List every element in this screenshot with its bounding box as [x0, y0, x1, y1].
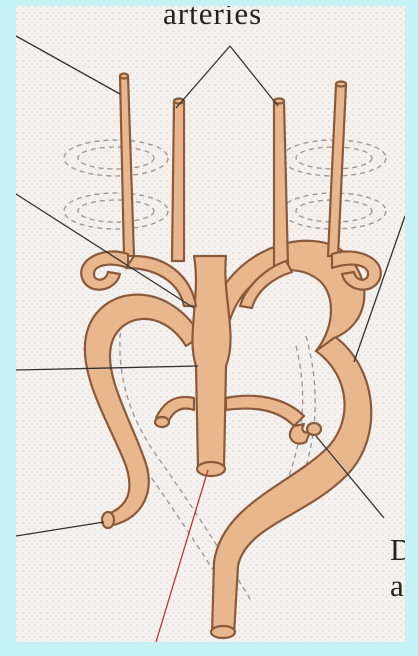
- right-label-fragment-top: D: [390, 534, 405, 565]
- pulmonary-opening: [155, 417, 169, 427]
- diagram-frame: arteries D a: [16, 6, 405, 642]
- right-subclavian-opening: [102, 512, 114, 528]
- carotid-opening: [120, 74, 128, 79]
- carotid-opening: [336, 82, 346, 87]
- aorta-opening: [211, 626, 235, 638]
- pulmonary-opening: [307, 423, 321, 435]
- aortic-arches-illustration: [16, 6, 405, 642]
- right-internal-carotid: [172, 101, 184, 261]
- arteries-label: arteries: [163, 6, 262, 29]
- trunk-opening: [197, 462, 225, 476]
- right-label-fragment-bottom: a: [390, 570, 404, 601]
- truncus-arteriosus: [192, 256, 230, 468]
